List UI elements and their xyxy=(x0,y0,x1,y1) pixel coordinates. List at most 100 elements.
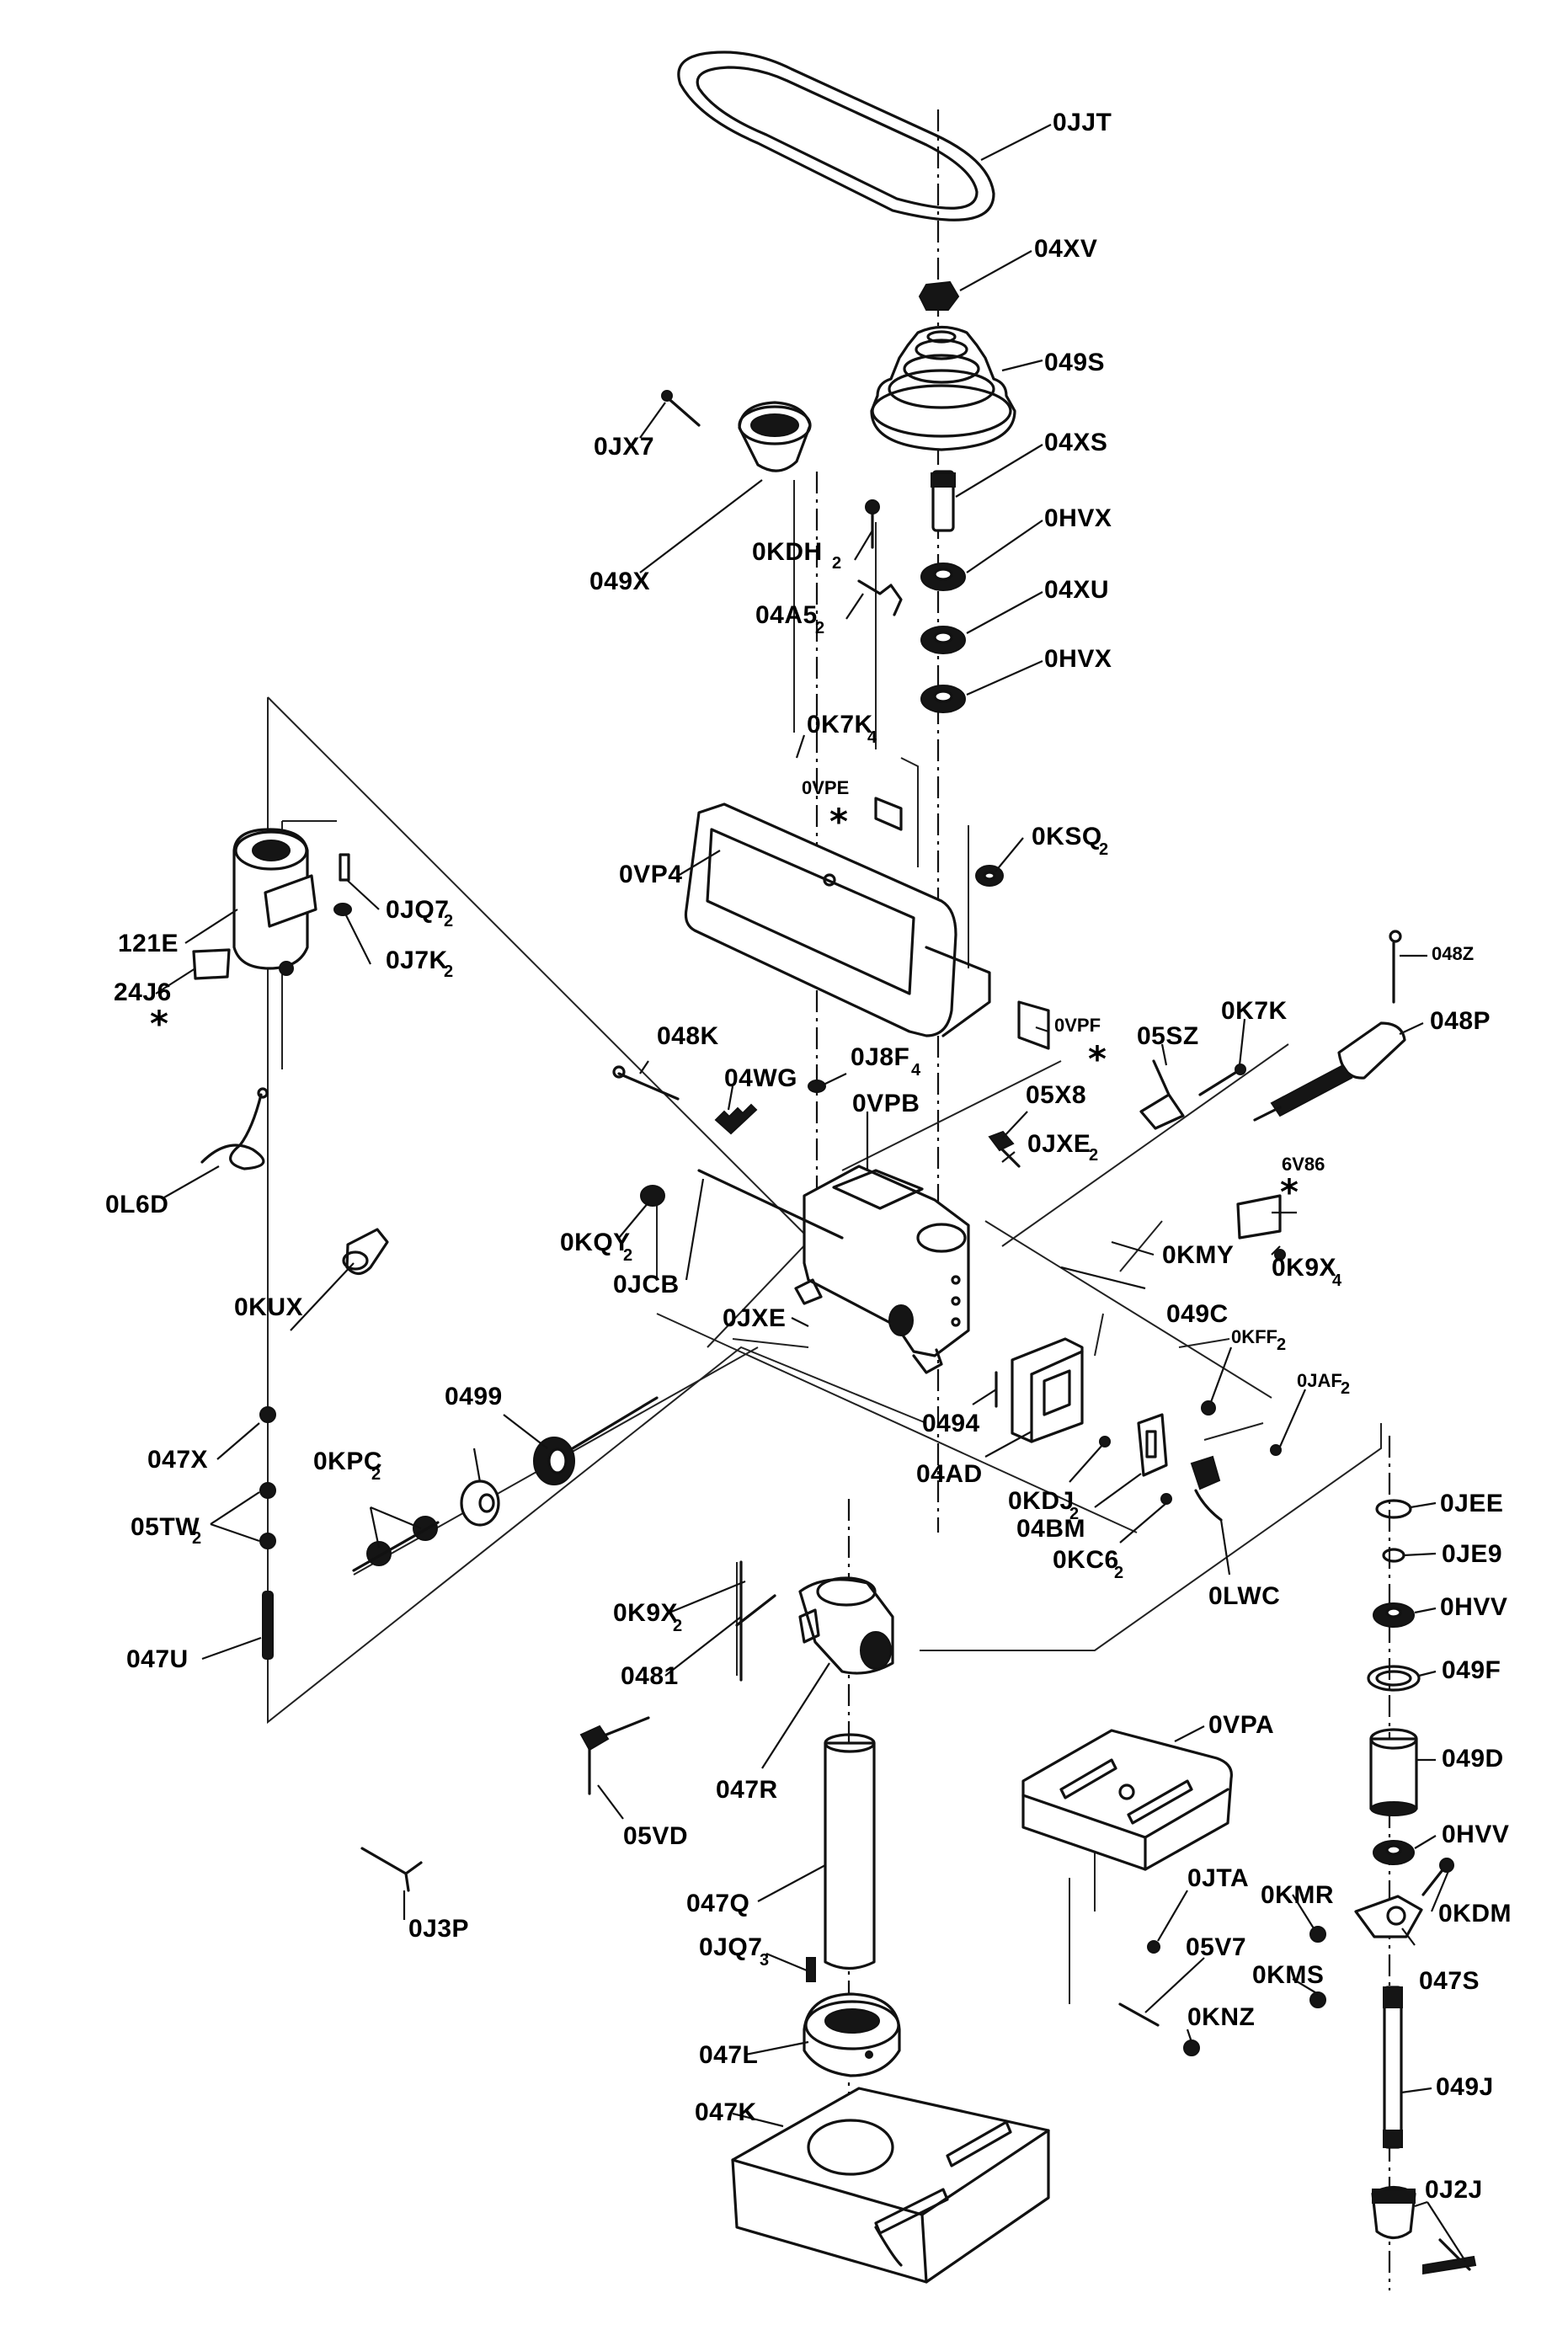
label-cord-0l6d: 0L6D xyxy=(105,1191,168,1218)
part-plate-6v86 xyxy=(1236,1194,1286,1261)
label-ring-049f: 049F xyxy=(1442,1656,1501,1684)
part-motor xyxy=(232,828,317,976)
label-nut-0j7k-sub: 2 xyxy=(444,962,453,981)
part-bracket-04a5 xyxy=(857,579,903,616)
label-screw-0k9x4: 0K9X xyxy=(1272,1254,1336,1282)
part-bearing-1 xyxy=(920,563,966,591)
part-cord xyxy=(200,1087,269,1170)
label-base-flange-047l: 047L xyxy=(699,2041,758,2069)
part-handle-05vd xyxy=(579,1716,650,1795)
label-washer-05tw-sub: 2 xyxy=(192,1529,201,1548)
part-belt-guard xyxy=(684,802,991,1037)
label-motor-pulley: 049X xyxy=(589,568,650,595)
label-screw-0jq7-3: 0JQ7 xyxy=(699,1933,762,1961)
label-screw-0k7k-sub: 4 xyxy=(867,728,877,747)
label-guard-0vp4: 0VP4 xyxy=(619,861,682,888)
part-pin-0481 xyxy=(735,1594,776,1627)
label-belt: 0JJT xyxy=(1053,109,1112,136)
star-6v86: * xyxy=(1280,1171,1299,1213)
part-spacer-0499 xyxy=(460,1480,500,1527)
label-bearing-0hvv-2: 0HVV xyxy=(1442,1821,1509,1848)
label-screw-0kmr: 0KMR xyxy=(1261,1881,1334,1909)
part-screw-0k7k xyxy=(1198,1064,1246,1096)
part-label-0vpf xyxy=(1017,1000,1050,1050)
part-ring-049f xyxy=(1367,1665,1421,1692)
part-switch-0jq7 xyxy=(333,853,352,916)
leader-lines xyxy=(155,124,1466,2262)
part-rod-048k xyxy=(612,1065,680,1101)
label-bearing-0hvv-1: 0HVV xyxy=(1440,1593,1507,1621)
label-nut-0kff: 0KFF xyxy=(1231,1326,1277,1347)
label-screw-0kmy: 0KMY xyxy=(1162,1241,1234,1269)
label-spring-0499: 0499 xyxy=(445,1383,503,1410)
label-bearing-upper-2: 0HVX xyxy=(1044,645,1112,673)
callout-labels: 0JJT 04XV 049S 04XS 0HVX 04XU 0HVX 0JX7 … xyxy=(105,109,1512,2204)
label-screw-0jx7: 0JX7 xyxy=(594,433,654,461)
part-nut-0knz xyxy=(1183,2039,1200,2056)
label-column-047q: 047Q xyxy=(686,1890,749,1917)
label-plate-6v86: 6V86 xyxy=(1282,1154,1325,1175)
label-screw-0kc6-sub: 2 xyxy=(1114,1564,1123,1582)
label-plate-04bm: 04BM xyxy=(1016,1515,1085,1543)
part-switch-box xyxy=(1011,1337,1084,1443)
part-head-casting xyxy=(794,1165,970,1374)
part-plate-04bm xyxy=(1137,1413,1168,1477)
label-screw-0k9x2-sub: 2 xyxy=(673,1617,682,1635)
label-nut-0j8f-sub: 4 xyxy=(911,1061,921,1080)
part-screw-0kdh xyxy=(865,499,880,549)
label-spacer-upper: 04XU xyxy=(1044,576,1109,604)
label-screw-0jxe-2-sub: 2 xyxy=(1089,1146,1098,1165)
label-ring-0je9: 0JE9 xyxy=(1442,1540,1502,1568)
label-screw-0k9x4-sub: 4 xyxy=(1332,1272,1342,1290)
part-wrench-0j3p xyxy=(360,1847,423,1892)
part-key-0lwc xyxy=(1190,1455,1223,1522)
label-nut-0kpc-sub: 2 xyxy=(371,1465,381,1484)
label-nut-0j8f: 0J8F xyxy=(851,1043,909,1071)
label-screw-0jaf: 0JAF xyxy=(1297,1370,1342,1391)
label-screw-0kdm: 0KDM xyxy=(1438,1900,1512,1927)
label-nut-0kff-sub: 2 xyxy=(1277,1336,1286,1354)
part-bearing-0hvv-2 xyxy=(1373,1840,1415,1865)
label-bracket-04a5-sub: 2 xyxy=(815,619,824,637)
label-plate-24j6: 24J6 xyxy=(114,978,172,1006)
part-knob-0kqy xyxy=(640,1185,665,1207)
label-spring-04wg: 04WG xyxy=(724,1064,797,1092)
label-nut-0knz: 0KNZ xyxy=(1187,2003,1255,2031)
label-motor-121e: 121E xyxy=(118,930,179,957)
part-stud-047u xyxy=(259,1406,276,1660)
part-label-0vpe xyxy=(874,757,919,867)
label-table-0vpa: 0VPA xyxy=(1208,1711,1274,1739)
part-bolt-0jcb xyxy=(697,1169,844,1240)
label-screw-0kc6: 0KC6 xyxy=(1053,1546,1119,1574)
star-24j6: * xyxy=(150,1003,168,1044)
part-screw-0kms xyxy=(1309,1991,1326,2008)
label-knob-0kqy: 0KQY xyxy=(560,1229,631,1256)
label-washer-05tw: 05TW xyxy=(131,1513,200,1541)
label-switch-0494: 0494 xyxy=(922,1410,980,1437)
part-spindle xyxy=(1383,1986,1403,2149)
label-screw-0jxe-2: 0JXE xyxy=(1027,1130,1091,1158)
label-nut-0kpc: 0KPC xyxy=(313,1448,382,1475)
label-handle-05vd: 05VD xyxy=(623,1822,688,1850)
label-bearing-0ksq-sub: 2 xyxy=(1099,840,1108,859)
part-screw-0jta xyxy=(1147,1940,1160,1954)
label-ring-0jee: 0JEE xyxy=(1440,1490,1503,1517)
label-bearing-0ksq: 0KSQ xyxy=(1032,823,1102,850)
label-screw-047x: 047X xyxy=(147,1446,208,1474)
part-nut-top xyxy=(918,280,960,311)
part-nuts-0kpc xyxy=(352,1516,440,1572)
part-ring-0jee xyxy=(1375,1499,1412,1519)
label-bracket-047r: 047R xyxy=(716,1776,778,1804)
label-pin-05v7: 05V7 xyxy=(1186,1933,1246,1961)
part-ring-0je9 xyxy=(1382,1548,1405,1563)
label-shaft-048k: 048K xyxy=(657,1022,719,1050)
label-sleeve-0kux: 0KUX xyxy=(234,1293,303,1321)
label-knob-048p: 048P xyxy=(1430,1007,1491,1035)
part-bracket-05sz xyxy=(1139,1059,1185,1130)
label-knob-0kqy-sub: 2 xyxy=(623,1246,632,1265)
label-collar-047s: 047S xyxy=(1419,1967,1480,1995)
label-switch-0jq7-sub: 2 xyxy=(444,912,453,930)
part-pin-05v7 xyxy=(1118,2002,1160,2027)
part-step-pulley xyxy=(870,325,1016,451)
label-bearing-upper-1: 0HVX xyxy=(1044,504,1112,532)
